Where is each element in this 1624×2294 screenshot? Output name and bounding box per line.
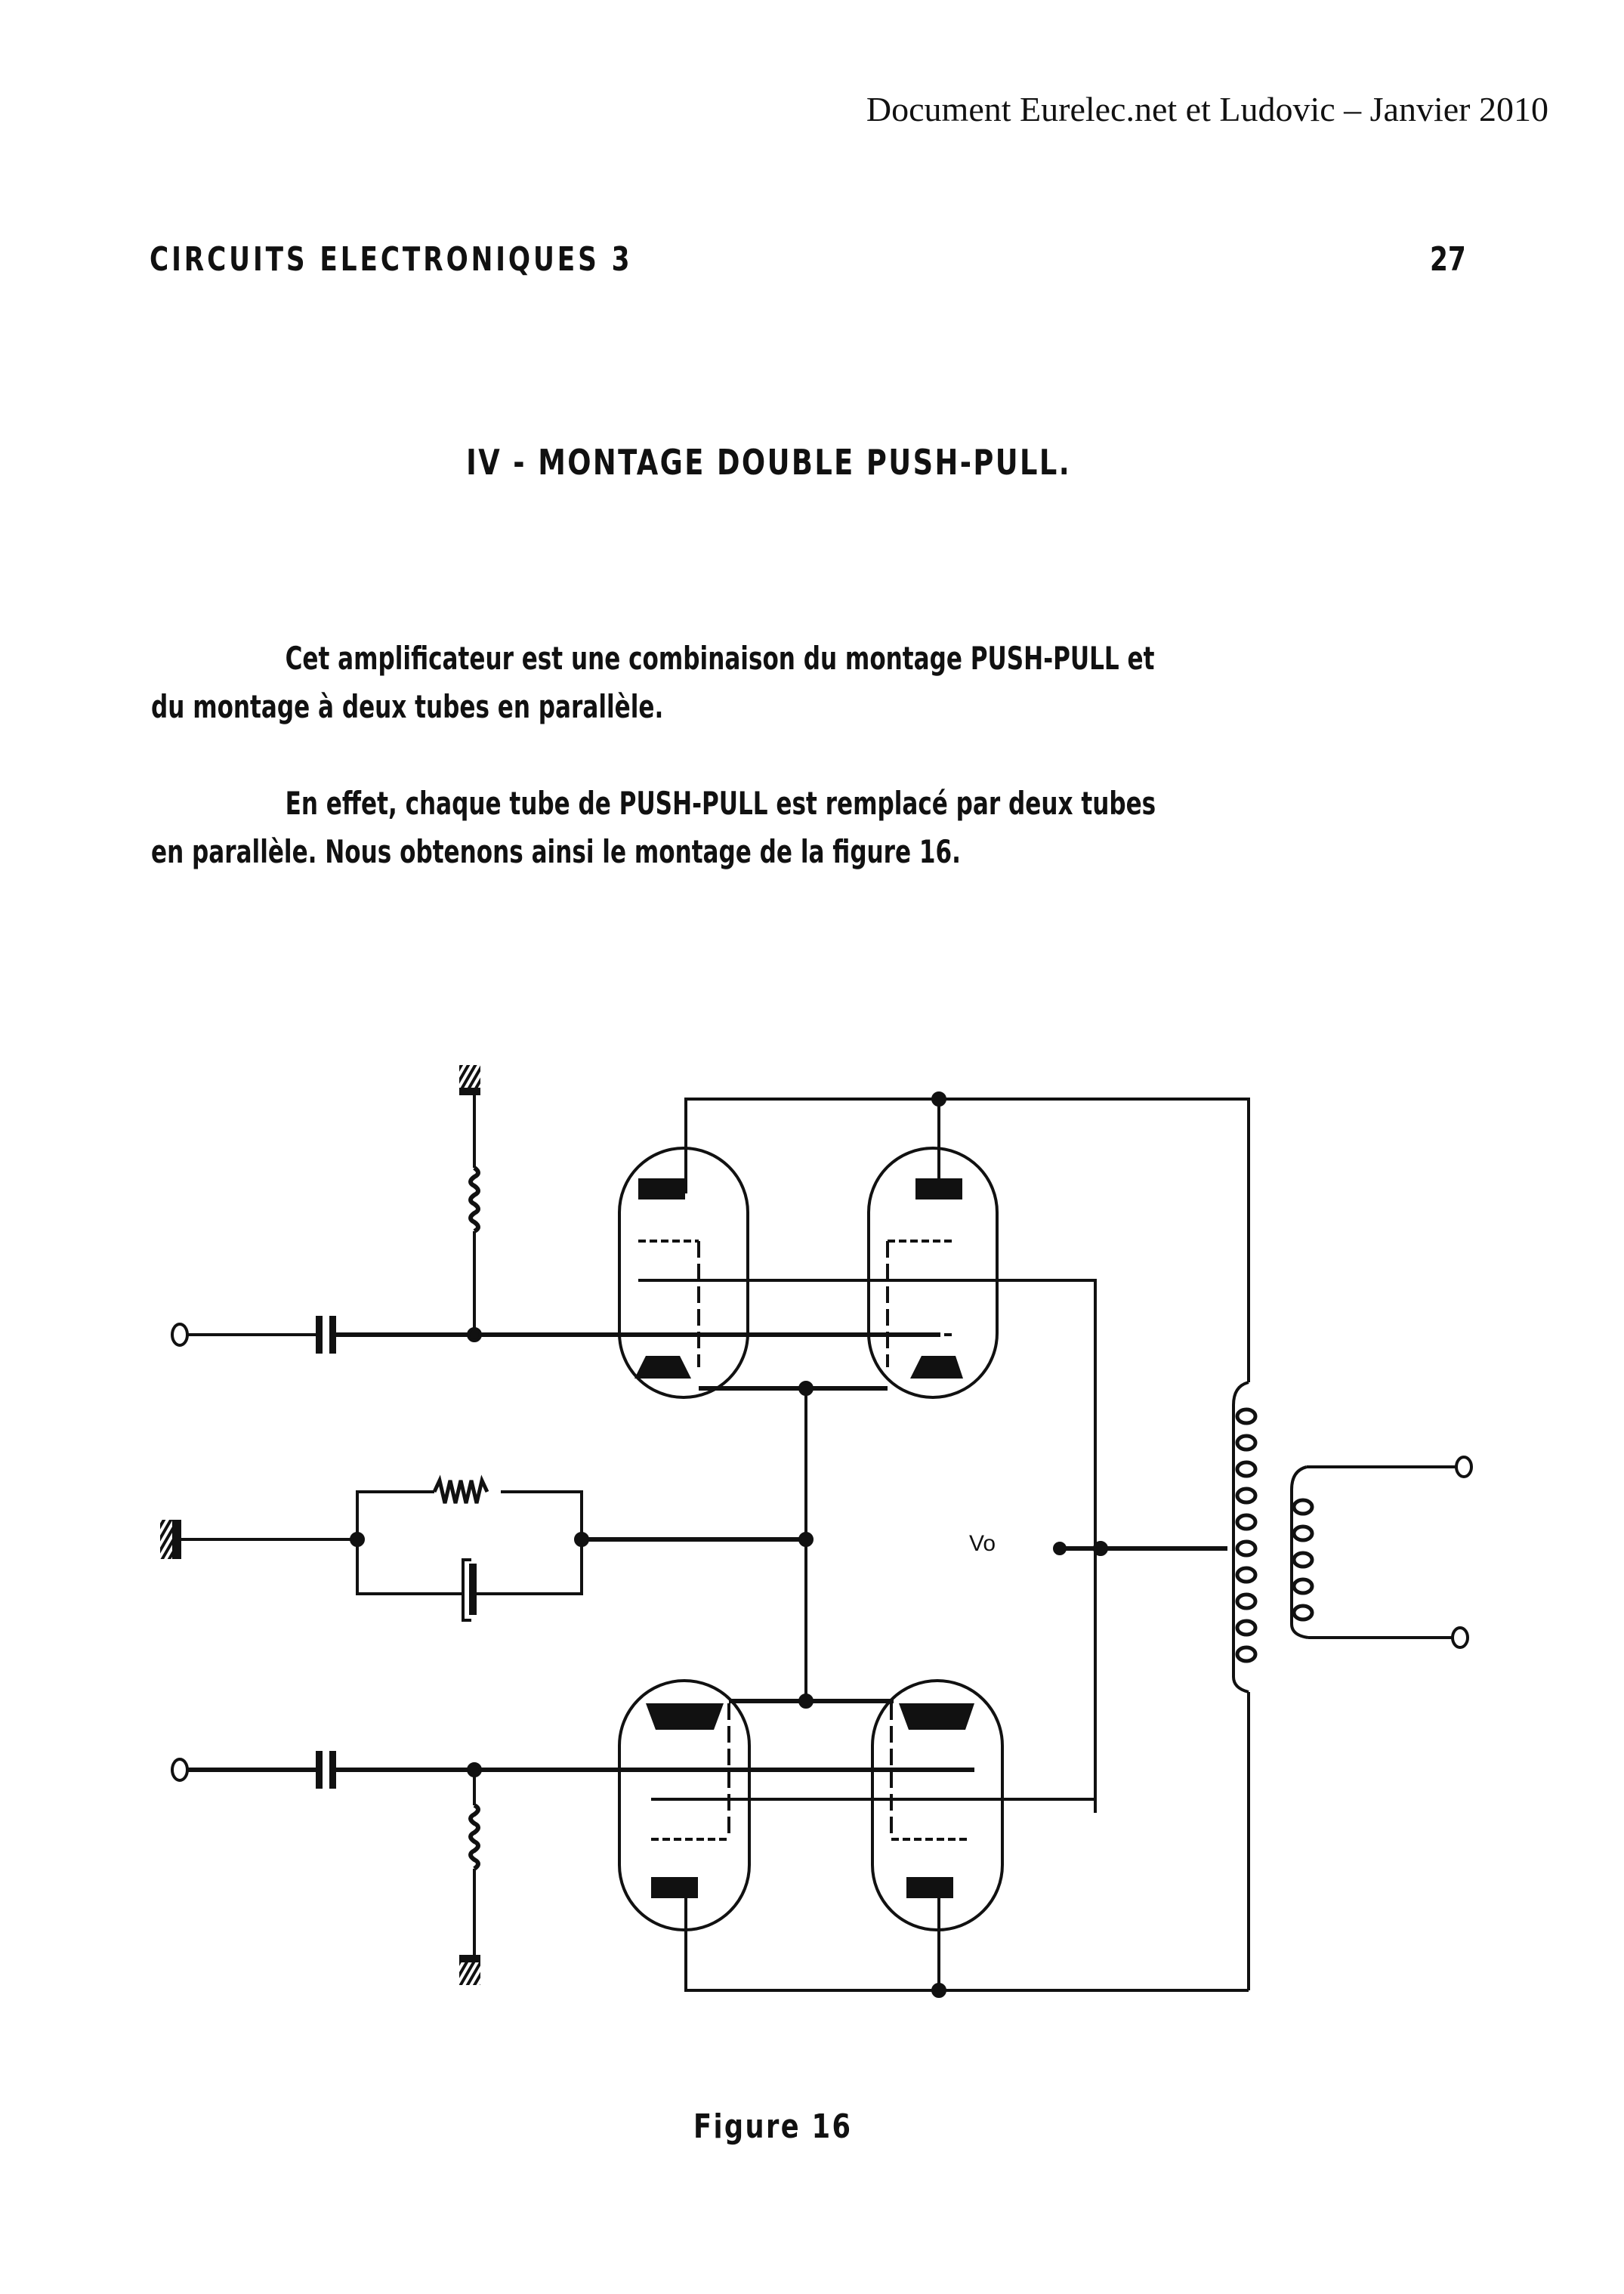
- tube-bottom-left: [618, 1679, 751, 1931]
- paragraph-line: En effet, chaque tube de PUSH-PULL est r…: [285, 785, 1156, 822]
- coupling-capacitor-top: [316, 1316, 336, 1354]
- wire-bottom-anode-bus: [684, 1898, 1249, 1992]
- paragraph-1: Cet amplificateur est une combinaison du…: [151, 634, 1480, 731]
- ground-cathode-icon: [160, 1520, 181, 1559]
- paragraph-line: en parallèle. Nous obtenons ainsi le mon…: [151, 833, 961, 870]
- tube-top-left: [618, 1147, 749, 1399]
- page-number: 27: [1430, 240, 1466, 279]
- anode-plate: [915, 1178, 962, 1199]
- vo-label: Vo: [969, 1531, 996, 1556]
- grid-resistor-bottom: [468, 1803, 480, 1871]
- cathode-capacitor: [462, 1558, 477, 1622]
- junction-dot: [798, 1532, 814, 1547]
- junction-dot: [798, 1693, 814, 1709]
- document-header-note: Document Eurelec.net et Ludovic – Janvie…: [866, 90, 1548, 128]
- anode-plate: [906, 1877, 953, 1898]
- input-terminal-top: [171, 1323, 189, 1347]
- wire: [501, 1490, 583, 1539]
- wire-screen-grid: [638, 1279, 1097, 1813]
- tube-bottom-right: [871, 1679, 1004, 1931]
- output-terminal-top: [1455, 1456, 1473, 1478]
- anode-plate: [651, 1877, 698, 1898]
- schematic-figure-16: Vo: [160, 1065, 1473, 1998]
- wire-top-anode-bus: [684, 1098, 1250, 1382]
- cathode: [646, 1703, 724, 1730]
- output-transformer-secondary: [1290, 1465, 1458, 1639]
- section-title: IV - MONTAGE DOUBLE PUSH-PULL.: [0, 442, 1624, 483]
- junction-dot: [931, 1983, 946, 1998]
- paragraph-line: du montage à deux tubes en parallèle.: [151, 688, 664, 725]
- section-title-text: IV - MONTAGE DOUBLE PUSH-PULL.: [466, 442, 1071, 483]
- paragraph-2: En effet, chaque tube de PUSH-PULL est r…: [151, 780, 1480, 876]
- cathode: [634, 1356, 691, 1379]
- cathode: [899, 1703, 974, 1730]
- coupling-capacitor-bottom: [316, 1751, 336, 1789]
- running-head: CIRCUITS ELECTRONIQUES 3: [150, 240, 633, 279]
- ground-bottom-icon: [459, 1955, 480, 1985]
- cathode: [910, 1356, 963, 1379]
- tube-top-right: [867, 1147, 999, 1399]
- input-terminal-bottom: [171, 1758, 189, 1782]
- wire-screen-grid-bottom: [651, 1798, 1097, 1813]
- anode-plate: [638, 1178, 685, 1199]
- wire: [356, 1490, 434, 1539]
- wire: [477, 1539, 583, 1595]
- figure-caption: Figure 16: [693, 2107, 853, 2146]
- output-terminal-bottom: [1451, 1626, 1469, 1649]
- grid-resistor-top: [468, 1166, 480, 1233]
- cathode-resistor: [432, 1474, 489, 1504]
- ground-top-icon: [459, 1065, 480, 1095]
- paragraph-line: Cet amplificateur est une combinaison du…: [285, 640, 1155, 677]
- output-transformer-primary: [1232, 1381, 1258, 1693]
- junction-dot: [1093, 1541, 1108, 1556]
- wire: [356, 1539, 463, 1595]
- junction-dot: [931, 1091, 946, 1107]
